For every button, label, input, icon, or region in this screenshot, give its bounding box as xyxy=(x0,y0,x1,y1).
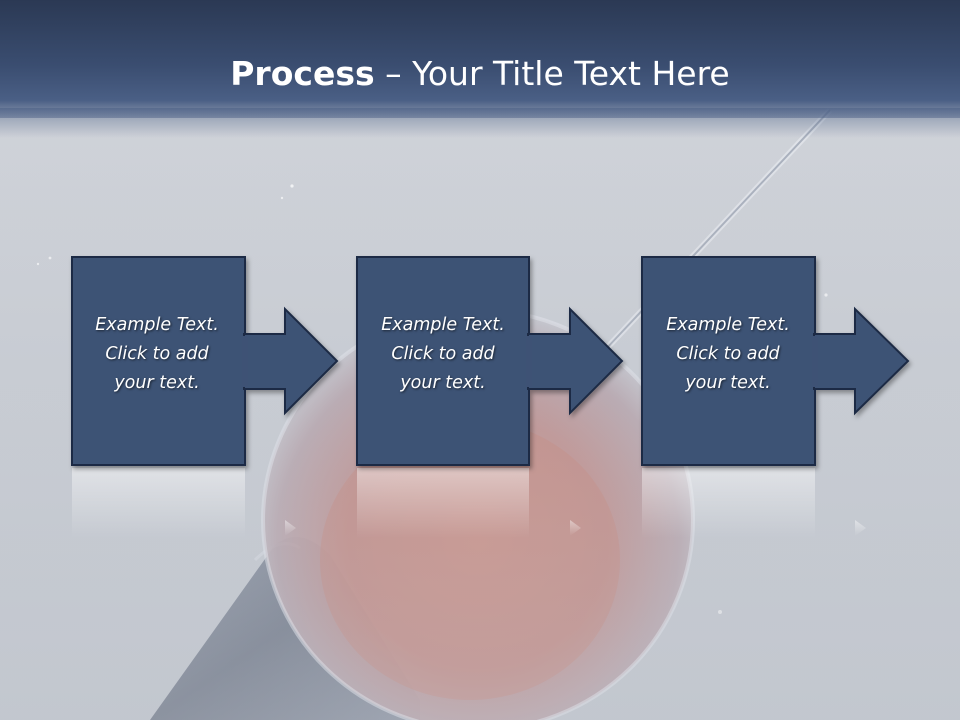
reflections xyxy=(72,468,866,538)
process-step-1[interactable] xyxy=(71,256,339,466)
title-bar xyxy=(0,0,960,118)
step-text-line: your text. xyxy=(114,373,200,393)
step-text-line: Click to add xyxy=(105,344,209,364)
step-text-line: Example Text. xyxy=(666,315,790,335)
process-step-1-text[interactable]: Example Text. Click to add your text. xyxy=(70,311,244,398)
step-text-line: your text. xyxy=(685,373,771,393)
slide-title[interactable]: Process – Your Title Text Here xyxy=(0,52,960,96)
step-text-line: Example Text. xyxy=(381,315,505,335)
process-step-3-text[interactable]: Example Text. Click to add your text. xyxy=(641,311,815,398)
process-step-2-text[interactable]: Example Text. Click to add your text. xyxy=(356,311,530,398)
slide-title-text: – Your Title Text Here xyxy=(374,54,730,93)
process-step-3[interactable] xyxy=(641,256,910,466)
process-step-2[interactable] xyxy=(356,256,624,466)
step-text-line: your text. xyxy=(400,373,486,393)
title-bar-fade xyxy=(0,108,960,138)
slide-title-bold: Process xyxy=(230,54,375,93)
step-text-line: Example Text. xyxy=(95,315,219,335)
arrow-right-icon xyxy=(813,306,910,416)
arrow-right-icon xyxy=(243,306,339,416)
arrow-right-icon xyxy=(527,306,624,416)
step-text-line: Click to add xyxy=(391,344,495,364)
step-text-line: Click to add xyxy=(676,344,780,364)
